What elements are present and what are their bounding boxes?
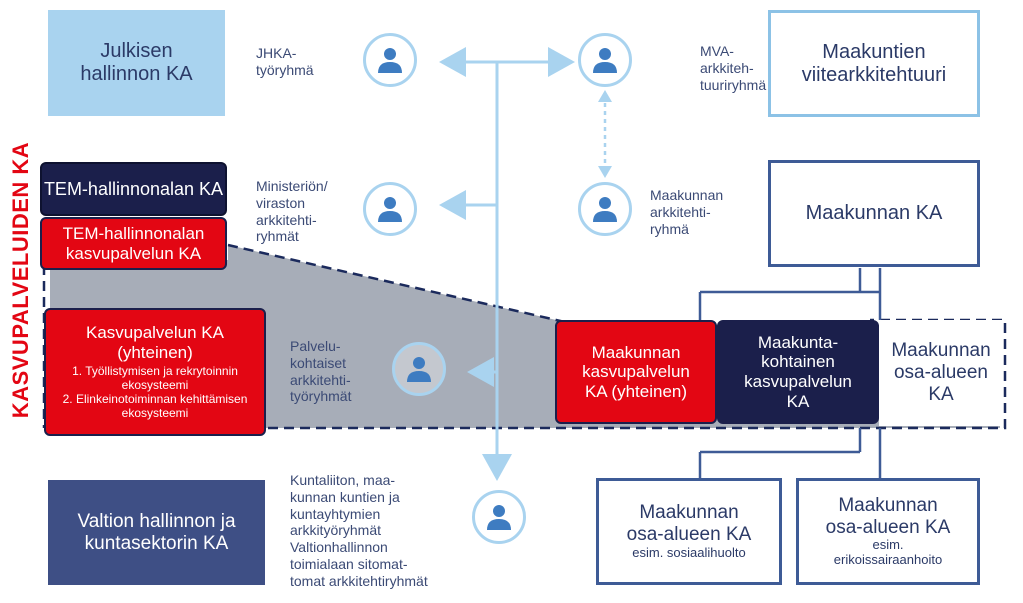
box-maakunnan-ka: Maakunnan KA — [768, 160, 980, 267]
user-group-icon — [363, 182, 417, 236]
user-group-icon — [472, 490, 526, 544]
box-julkisen-hallinnon-ka: Julkisen hallinnon KA — [48, 10, 225, 116]
box-tem-kasvupalvelun-ka: TEM-hallinnonalan kasvupalvelun KA — [40, 217, 227, 270]
user-group-icon — [363, 33, 417, 87]
label-jhka-tyoryhma: JHKA- työryhmä — [256, 45, 314, 78]
box-kasvupalvelun-ka-yhteinen: Kasvupalvelun KA (yhteinen) 1. Työllisty… — [44, 308, 266, 436]
label-palvelukohtaiset-ryhmat: Palvelu- kohtaiset arkkitehti- työryhmät — [290, 338, 352, 405]
label-ministerion-ryhmat: Ministeriön/ viraston arkkitehti- ryhmät — [256, 178, 328, 245]
box-tem-hallinnonalan-ka: TEM-hallinnonalan KA — [40, 162, 227, 216]
box-valtion-hallinnon-ka: Valtion hallinnon ja kuntasektorin KA — [48, 480, 265, 585]
box-osa-alueen-ka-erikoissairaanhoito: Maakunnan osa-alueen KA esim. erikoissai… — [796, 478, 980, 585]
box-maakunnan-kasvupalvelun-ka: Maakunnan kasvupalvelun KA (yhteinen) — [555, 320, 717, 424]
label-kuntaliiton-ryhmat: Kuntaliiton, maa- kunnan kuntien ja kunt… — [290, 472, 428, 589]
side-title: KASVUPALVELUIDEN KA — [8, 141, 33, 419]
user-group-icon — [578, 33, 632, 87]
user-group-icon — [392, 342, 446, 396]
box-maakunnan-osa-alueen-ka: Maakunnan osa-alueen KA — [879, 320, 1003, 426]
box-maakuntakohtainen-kasvupalvelun-ka: Maakunta- kohtainen kasvupalvelun KA — [717, 320, 879, 424]
user-group-icon — [578, 182, 632, 236]
box-maakuntien-viitearkkitehtuuri: Maakuntien viitearkkitehtuuri — [768, 10, 980, 117]
label-maakunnan-arkkitehtiryhma: Maakunnan arkkitehti- ryhmä — [650, 187, 724, 237]
label-mva-ryhma: MVA- arkkiteh- tuuriryhmä — [700, 43, 767, 93]
box-osa-alueen-ka-sosiaalihuolto: Maakunnan osa-alueen KA esim. sosiaalihu… — [596, 478, 782, 585]
